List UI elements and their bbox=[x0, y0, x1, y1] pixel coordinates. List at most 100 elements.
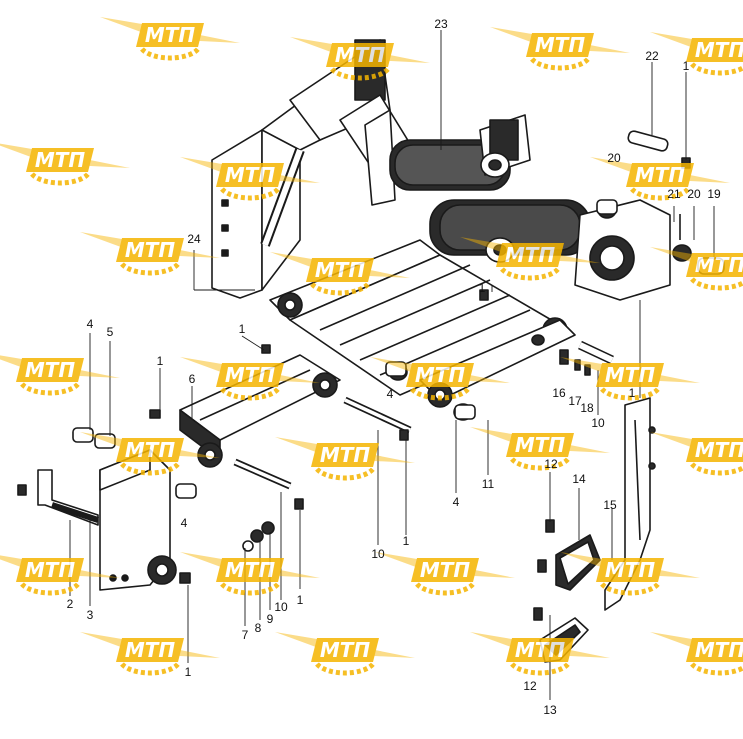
svg-text:МТП: МТП bbox=[35, 148, 86, 172]
part-label-9: 9 bbox=[267, 612, 274, 626]
part-label-1: 1 bbox=[157, 354, 164, 368]
mtp-logo-watermark: МТП bbox=[290, 37, 430, 81]
svg-text:МТП: МТП bbox=[320, 443, 371, 467]
mtp-logo-watermark: МТП bbox=[470, 632, 610, 676]
svg-text:МТП: МТП bbox=[225, 163, 276, 187]
svg-text:МТП: МТП bbox=[605, 558, 656, 582]
part-label-1: 1 bbox=[297, 593, 304, 607]
mtp-logo-watermark: МТП bbox=[0, 355, 120, 396]
mtp-logo-watermark: МТП bbox=[470, 427, 610, 471]
part-label-14: 14 bbox=[572, 472, 586, 486]
mtp-logo-watermark: МТП bbox=[490, 27, 630, 71]
svg-text:МТП: МТП bbox=[505, 243, 556, 267]
mtp-logo-watermark: МТП bbox=[0, 143, 130, 186]
part-label-16: 16 bbox=[552, 386, 566, 400]
mtp-logo-watermark: МТП bbox=[650, 32, 743, 76]
part-label-15: 15 bbox=[603, 498, 617, 512]
part-label-3: 3 bbox=[87, 608, 94, 622]
svg-text:МТП: МТП bbox=[515, 638, 566, 662]
part-label-4: 4 bbox=[181, 516, 188, 530]
svg-text:МТП: МТП bbox=[225, 558, 276, 582]
mtp-logo-watermark: МТП bbox=[275, 437, 415, 481]
part-label-2: 2 bbox=[67, 597, 74, 611]
mtp-logo-watermark: МТП bbox=[180, 552, 320, 596]
mtp-logo-watermark: МТП bbox=[460, 237, 600, 281]
mtp-logo-watermark: МТП bbox=[0, 555, 120, 596]
part-label-10: 10 bbox=[274, 600, 288, 614]
svg-text:МТП: МТП bbox=[420, 558, 471, 582]
svg-text:МТП: МТП bbox=[695, 253, 743, 277]
mtp-logo-watermark: МТП bbox=[650, 632, 743, 676]
svg-text:МТП: МТП bbox=[125, 638, 176, 662]
mtp-logo-watermark: МТП bbox=[180, 357, 320, 401]
pins bbox=[37, 340, 614, 526]
watermark-layer: МТП МТП МТП МТП МТП МТП МТП МТП МТП МТП МТП МТП МТП М… bbox=[0, 17, 743, 676]
part-label-5: 5 bbox=[107, 325, 114, 339]
mtp-logo-watermark: МТП bbox=[180, 157, 320, 201]
svg-text:МТП: МТП bbox=[225, 363, 276, 387]
part-label-19: 19 bbox=[707, 187, 721, 201]
part-label-17: 17 bbox=[568, 394, 582, 408]
part-label-12: 12 bbox=[523, 679, 537, 693]
svg-text:МТП: МТП bbox=[535, 33, 586, 57]
part-label-4: 4 bbox=[387, 387, 394, 401]
mtp-logo-watermark: МТП bbox=[80, 232, 220, 276]
svg-text:МТП: МТП bbox=[320, 638, 371, 662]
part-label-21: 21 bbox=[667, 187, 681, 201]
part-label-1: 1 bbox=[479, 281, 486, 295]
part-label-23: 23 bbox=[434, 17, 448, 31]
mtp-logo-watermark: МТП bbox=[560, 357, 700, 401]
upper-frame bbox=[211, 39, 725, 301]
mtp-logo-watermark: МТП bbox=[370, 357, 510, 401]
part-label-1: 1 bbox=[403, 534, 410, 548]
part-label-10: 10 bbox=[371, 547, 385, 561]
part-label-1: 1 bbox=[683, 59, 690, 73]
mtp-logo-watermark: МТП bbox=[270, 252, 410, 296]
part-label-11: 11 bbox=[482, 477, 495, 491]
mtp-logo-watermark: МТП bbox=[80, 432, 220, 476]
part-label-8: 8 bbox=[255, 621, 262, 635]
mtp-logo-watermark: МТП bbox=[590, 157, 730, 201]
part-label-20: 20 bbox=[607, 151, 621, 165]
svg-text:МТП: МТП bbox=[515, 433, 566, 457]
part-number-labels: 23 22 1 20 21 20 19 24 1 4 5 1 1 6 4 16 … bbox=[67, 17, 721, 717]
part-label-1: 1 bbox=[239, 322, 246, 336]
part-label-12: 12 bbox=[544, 457, 558, 471]
part-label-1: 1 bbox=[629, 386, 636, 400]
mtp-logo-watermark: МТП bbox=[650, 432, 743, 476]
part-label-20: 20 bbox=[687, 187, 701, 201]
bushings bbox=[72, 199, 618, 552]
part-label-22: 22 bbox=[645, 49, 659, 63]
svg-text:МТП: МТП bbox=[125, 238, 176, 262]
mtp-logo-watermark: МТП bbox=[80, 632, 220, 676]
mtp-logo-watermark: МТП bbox=[275, 632, 415, 676]
mtp-logo-watermark: МТП bbox=[100, 17, 240, 61]
svg-text:МТП: МТП bbox=[695, 38, 743, 62]
mtp-logo-watermark: МТП bbox=[650, 247, 743, 291]
part-label-4: 4 bbox=[453, 495, 460, 509]
part-label-7: 7 bbox=[242, 628, 249, 642]
svg-text:МТП: МТП bbox=[605, 363, 656, 387]
part-label-10: 10 bbox=[591, 416, 605, 430]
part-label-24: 24 bbox=[187, 232, 201, 246]
svg-text:МТП: МТП bbox=[315, 258, 366, 282]
svg-text:МТП: МТП bbox=[415, 363, 466, 387]
mtp-logo-watermark: МТП bbox=[560, 552, 700, 596]
side-bracket bbox=[99, 449, 177, 591]
mtp-logo-watermark: МТП bbox=[375, 552, 515, 596]
part-label-13: 13 bbox=[543, 703, 557, 717]
svg-text:МТП: МТП bbox=[335, 43, 386, 67]
svg-text:МТП: МТП bbox=[145, 23, 196, 47]
svg-text:МТП: МТП bbox=[635, 163, 686, 187]
part-label-4: 4 bbox=[87, 317, 94, 331]
part-label-18: 18 bbox=[580, 401, 594, 415]
svg-text:МТП: МТП bbox=[695, 638, 743, 662]
svg-text:МТП: МТП bbox=[25, 558, 76, 582]
part-label-1: 1 bbox=[185, 665, 192, 679]
svg-text:МТП: МТП bbox=[125, 438, 176, 462]
svg-text:МТП: МТП bbox=[25, 358, 76, 382]
svg-text:МТП: МТП bbox=[695, 438, 743, 462]
part-label-6: 6 bbox=[189, 372, 196, 386]
